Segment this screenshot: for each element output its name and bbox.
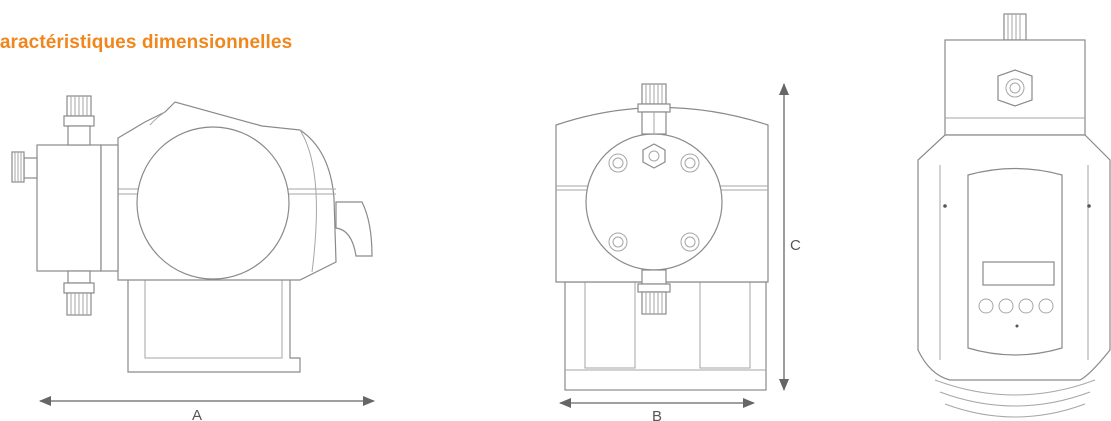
- pump-side-view: [11, 95, 373, 373]
- dimension-c-label: C: [790, 237, 801, 254]
- pump-front-view: [555, 83, 769, 391]
- dimension-b-label: B: [652, 408, 662, 421]
- dimension-a-label: A: [192, 407, 202, 421]
- pump-top-view: [917, 13, 1111, 418]
- section-title: Caractéristiques dimensionnelles: [0, 32, 293, 53]
